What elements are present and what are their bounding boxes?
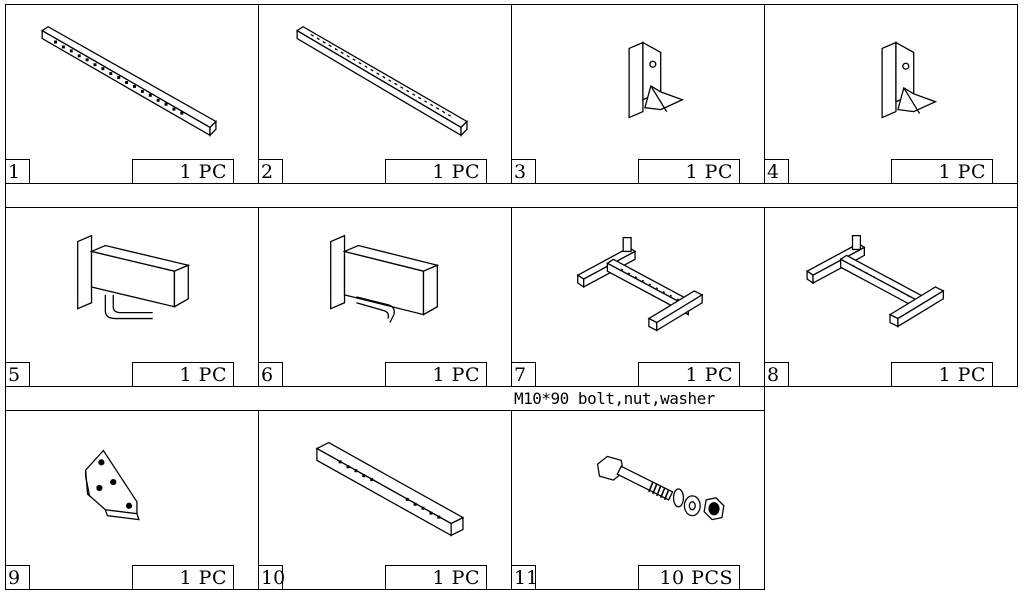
part-number: 10	[259, 565, 286, 589]
part-number: 4	[765, 159, 789, 183]
part-cell-1: 1 1 PC	[5, 4, 259, 184]
part-cell-4: 4 1 PC	[764, 4, 1018, 184]
part-quantity: 1 PC	[891, 362, 993, 386]
part-number: 9	[6, 565, 30, 589]
part-cell-9: 9 1 PC	[5, 410, 259, 590]
bolt-nut-washer-icon	[512, 411, 764, 565]
part-quantity: 1 PC	[132, 159, 234, 183]
row-separator	[5, 183, 1018, 208]
part-quantity: 1 PC	[638, 159, 740, 183]
part-cell-2: 2 1 PC	[258, 4, 512, 184]
dip-handle-right-icon	[259, 208, 511, 362]
part-number: 5	[6, 362, 30, 386]
part-number: 6	[259, 362, 283, 386]
part-number: 11	[512, 565, 539, 589]
part-quantity: 1 PC	[891, 159, 993, 183]
part-cell-7: 7 1 PC	[511, 207, 765, 387]
part-cell-6: 6 1 PC	[258, 207, 512, 387]
part-number: 8	[765, 362, 789, 386]
part-number: 7	[512, 362, 536, 386]
part-quantity: 1 PC	[638, 362, 740, 386]
part-quantity: 1 PC	[385, 159, 487, 183]
part-number: 2	[259, 159, 283, 183]
h-base-frame-icon	[512, 208, 764, 362]
hardware-caption: M10*90 bolt,nut,washer	[514, 389, 715, 408]
part-quantity: 1 PC	[132, 362, 234, 386]
triangular-plate-icon	[6, 411, 258, 565]
part-quantity: 1 PC	[385, 362, 487, 386]
part-quantity: 10 PCS	[638, 565, 740, 589]
h-base-frame-mirror-icon	[765, 208, 1017, 362]
dip-handle-left-icon	[6, 208, 258, 362]
bracket-with-gusset-mirror-icon	[765, 5, 1017, 159]
part-cell-3: 3 1 PC	[511, 4, 765, 184]
part-cell-5: 5 1 PC	[5, 207, 259, 387]
long-perforated-beam-icon	[259, 5, 511, 159]
part-number: 3	[512, 159, 536, 183]
part-cell-10: 10 1 PC	[258, 410, 512, 590]
part-cell-11: 11 10 PCS	[511, 410, 765, 590]
part-number: 1	[6, 159, 30, 183]
part-quantity: 1 PC	[132, 565, 234, 589]
square-tube-beam-icon	[259, 411, 511, 565]
bracket-with-gusset-icon	[512, 5, 764, 159]
long-slotted-beam-icon	[6, 5, 258, 159]
part-quantity: 1 PC	[385, 565, 487, 589]
part-cell-8: 8 1 PC	[764, 207, 1018, 387]
